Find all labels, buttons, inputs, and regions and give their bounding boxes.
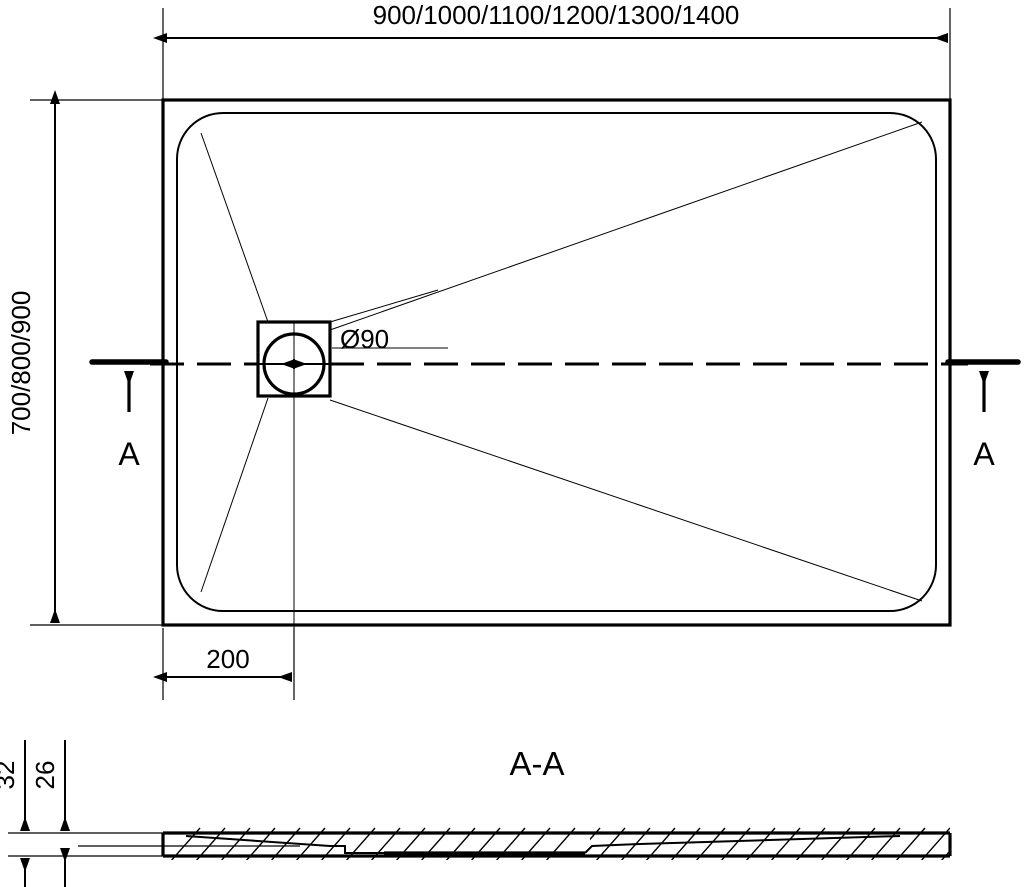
section-height-dimension-26: 26: [30, 740, 70, 887]
section-left-slope: [185, 835, 384, 854]
tray-inner-basin: [176, 112, 937, 612]
drain-diameter-dimension: Ø90: [258, 289, 448, 369]
section-profile: [161, 827, 952, 860]
width-extension-lines: [162, 8, 951, 108]
drain-offset-dimension: 200: [153, 644, 292, 682]
slope-lines: [200, 121, 923, 602]
section-thickness-label-26: 26: [30, 761, 60, 790]
height-dimension-label: 700/800/900: [6, 291, 36, 436]
drain-offset-extension-lines: [162, 628, 295, 700]
section-right-slope: [584, 835, 901, 854]
drain-diameter-label: Ø90: [340, 324, 389, 354]
width-dimension: 900/1000/1100/1200/1300/1400: [153, 0, 948, 43]
section-marker-left: A: [89, 359, 169, 472]
section-marker-left-label: A: [118, 436, 140, 472]
section-height-dimension-32: 32: [0, 740, 30, 887]
height-dimension: 700/800/900: [6, 90, 60, 623]
section-hatching-right: [590, 827, 950, 860]
section-extension-lines: [8, 832, 300, 857]
width-dimension-label: 900/1000/1100/1200/1300/1400: [373, 0, 740, 30]
section-hatching-left: [170, 827, 576, 860]
section-view-title: A-A: [509, 745, 564, 782]
section-marker-right-label: A: [973, 436, 995, 472]
section-height-label-32: 32: [0, 761, 20, 790]
drain-square-frame: [256, 320, 332, 398]
section-marker-right: A: [945, 359, 1021, 472]
drain-offset-label: 200: [206, 644, 249, 674]
